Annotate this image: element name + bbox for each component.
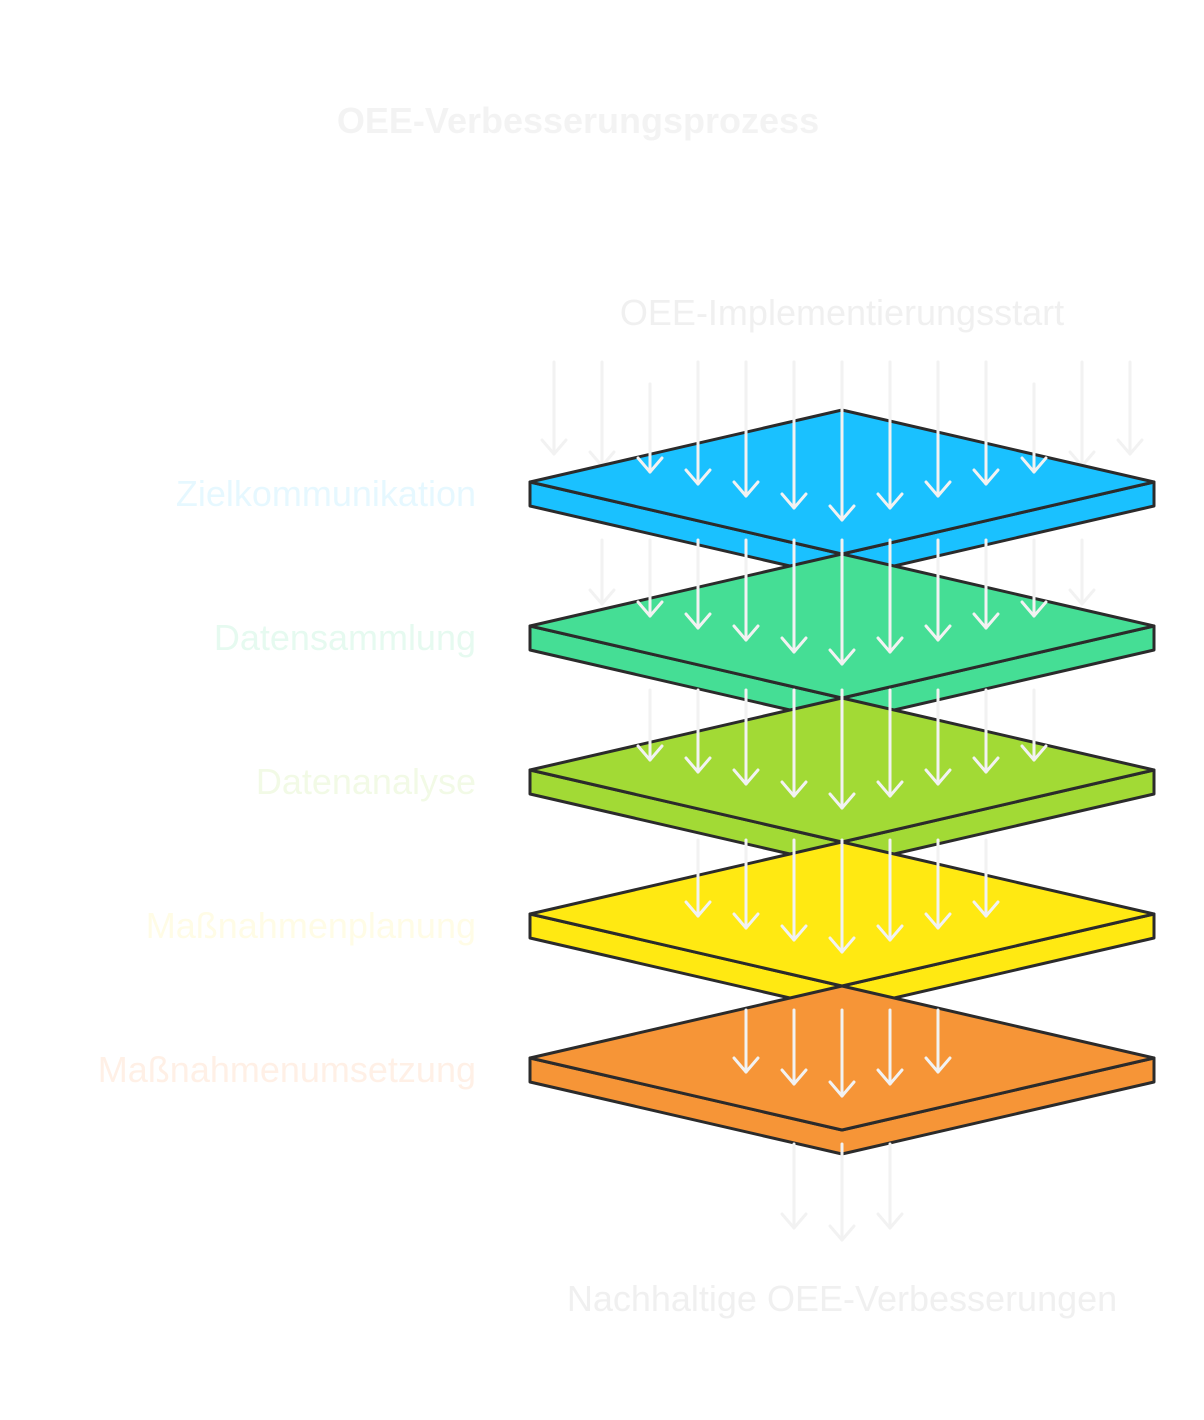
flow-arrow-l1-7 bbox=[972, 360, 1000, 486]
flow-arrow-output-0 bbox=[780, 1142, 808, 1230]
flow-arrow-top-11 bbox=[1068, 360, 1096, 468]
flow-arrow-gap2-6 bbox=[924, 688, 952, 786]
flow-arrow-gap1-10 bbox=[1068, 538, 1096, 606]
flow-arrow-gap1-4 bbox=[780, 538, 808, 654]
layer-label-massnahmenumsetzung: Maßnahmenumsetzung bbox=[97, 1049, 476, 1090]
flow-arrow-gap1-2 bbox=[684, 538, 712, 630]
flow-arrow-gap4-3 bbox=[876, 1008, 904, 1086]
flow-arrow-l1-1 bbox=[684, 360, 712, 486]
flow-arrow-l1-6 bbox=[924, 360, 952, 498]
flow-arrow-top-0 bbox=[540, 360, 568, 456]
layer-label-datensammlung: Datensammlung bbox=[213, 617, 476, 658]
flow-arrow-gap1-1 bbox=[636, 538, 664, 618]
flow-arrow-top-1 bbox=[588, 360, 616, 468]
flow-arrow-gap3-4 bbox=[876, 838, 904, 942]
flow-arrow-gap2-3 bbox=[780, 688, 808, 798]
flow-arrow-gap1-3 bbox=[732, 538, 760, 642]
flow-arrow-gap1-6 bbox=[876, 538, 904, 654]
flow-arrow-gap1-9 bbox=[1020, 538, 1048, 618]
layer-label-zielkommunikation: Zielkommunikation bbox=[175, 473, 476, 514]
layer-label-datenanalyse: Datenanalyse bbox=[255, 761, 476, 802]
flow-arrow-l1-5 bbox=[876, 360, 904, 510]
flow-arrow-l1-8 bbox=[1020, 382, 1048, 474]
flow-arrow-gap2-5 bbox=[876, 688, 904, 798]
flow-arrow-gap1-8 bbox=[972, 538, 1000, 630]
flow-arrow-l1-0 bbox=[636, 382, 664, 474]
flow-arrow-gap2-2 bbox=[732, 688, 760, 786]
flow-arrow-gap2-0 bbox=[636, 688, 664, 762]
flow-arrow-gap2-4 bbox=[828, 688, 856, 810]
flow-arrow-gap1-0 bbox=[588, 538, 616, 606]
flow-arrow-top-12 bbox=[1116, 360, 1144, 456]
flow-arrow-l1-3 bbox=[780, 360, 808, 510]
flow-arrow-l1-2 bbox=[732, 360, 760, 498]
flow-arrow-gap2-8 bbox=[1020, 688, 1048, 762]
flow-arrow-gap2-1 bbox=[684, 688, 712, 774]
flow-arrow-gap1-5 bbox=[828, 538, 856, 666]
flow-arrow-gap4-0 bbox=[732, 1008, 760, 1074]
flow-arrow-gap4-2 bbox=[828, 1008, 856, 1098]
start-label: OEE-Implementierungsstart bbox=[619, 292, 1065, 333]
flow-arrow-gap3-0 bbox=[684, 838, 712, 918]
flow-arrow-gap2-7 bbox=[972, 688, 1000, 774]
flow-arrow-gap3-1 bbox=[732, 838, 760, 930]
layer-label-massnahmenplanung: Maßnahmenplanung bbox=[145, 905, 476, 946]
flow-arrow-output-2 bbox=[876, 1142, 904, 1230]
flow-arrow-gap4-1 bbox=[780, 1008, 808, 1086]
flow-arrow-output-1 bbox=[828, 1142, 856, 1242]
flow-arrow-gap1-7 bbox=[924, 538, 952, 642]
end-label: Nachhaltige OEE-Verbesserungen bbox=[566, 1278, 1118, 1319]
flow-arrow-gap3-5 bbox=[924, 838, 952, 930]
diagram-title: OEE-Verbesserungsprozess bbox=[336, 100, 820, 141]
flow-arrow-gap3-2 bbox=[780, 838, 808, 942]
flow-arrow-gap3-6 bbox=[972, 838, 1000, 918]
flow-arrow-gap4-4 bbox=[924, 1008, 952, 1074]
flow-arrow-gap3-3 bbox=[828, 838, 856, 954]
flow-arrow-l1-4 bbox=[828, 360, 856, 522]
